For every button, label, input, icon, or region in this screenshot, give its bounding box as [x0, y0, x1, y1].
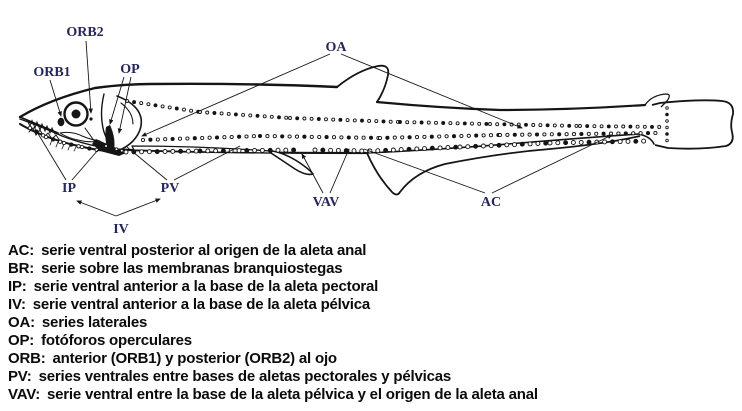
legend-desc: serie ventral entre la base de la aleta … [46, 386, 538, 403]
legend-desc: serie ventral anterior a la base de la a… [32, 296, 371, 313]
legend-entry: BR: serie sobre las membranas branquioste… [8, 260, 734, 278]
op-pointer-right [117, 76, 132, 134]
ac-pointer-left [363, 148, 486, 194]
pupil [71, 109, 81, 119]
fish-illustration: ORB1 ORB2 OP OA IP PV IV VAV AC [18, 25, 734, 237]
figure-label-orb2: ORB2 [66, 25, 103, 40]
oa-pointer-right [340, 53, 523, 129]
legend-abbr: AC: [8, 242, 35, 259]
legend-desc: series laterales [41, 314, 148, 331]
figure-label-iv: IV [113, 222, 129, 237]
orb1-pointer [49, 79, 62, 117]
orb2-pointer [85, 40, 93, 114]
pv-pointer-right [173, 145, 241, 181]
legend-entry: VAV: serie ventral entre la base de la al… [8, 386, 734, 404]
ip-pointer-right [71, 149, 99, 181]
legend-desc: serie sobre las membranas branquiostegas [41, 260, 343, 277]
legend-desc: series ventrales entre bases de aletas p… [38, 368, 452, 385]
figure-label-oa: OA [326, 40, 348, 55]
legend-abbr: IV: [8, 296, 26, 313]
legend-entry: IV: serie ventral anterior a la base de l… [8, 296, 734, 314]
legend-entry: AC: serie ventral posterior al origen de … [8, 242, 734, 260]
legend-entry: PV: series ventrales entre bases de aleta… [8, 368, 734, 386]
figure-label-op: OP [120, 62, 140, 77]
caudal-fin [651, 99, 734, 150]
label-connectors [33, 40, 613, 217]
legend-abbr: OA: [8, 314, 35, 331]
figure-label-ac: AC [481, 195, 501, 210]
legend-entry: IP: serie ventral anterior a la base de l… [8, 278, 734, 296]
vav-pointer-right [329, 148, 350, 194]
adipose-fin [644, 93, 670, 108]
orb2-photophore [89, 117, 93, 121]
ac-pointer-right [491, 134, 613, 194]
legend: AC: serie ventral posterior al origen de … [8, 242, 734, 404]
op-pointer-left [109, 76, 125, 125]
legend-abbr: OP: [8, 332, 35, 349]
legend-abbr: PV: [8, 368, 32, 385]
legend-abbr: BR: [8, 260, 35, 277]
ip-pointer-left [33, 126, 67, 181]
iv-pointer-right [115, 198, 161, 217]
legend-abbr: VAV: [8, 386, 40, 403]
vav-pointer-left [301, 153, 324, 194]
eye [57, 101, 93, 127]
legend-desc: serie ventral anterior a la base de la a… [33, 278, 379, 295]
pv-pointer-left [126, 146, 168, 181]
legend-entry: OA: series laterales [8, 314, 734, 332]
figure-label-vav: VAV [313, 195, 340, 210]
photophore-rows [27, 99, 669, 155]
figure-label-pv: PV [161, 181, 180, 196]
figure-label-ip: IP [62, 181, 76, 196]
dorsal-fin [336, 64, 390, 103]
legend-desc: anterior (ORB1) y posterior (ORB2) al oj… [52, 350, 338, 367]
legend-abbr: IP: [8, 278, 27, 295]
iv-pointer-left [76, 200, 117, 217]
legend-abbr: ORB: [8, 350, 46, 367]
anal-fin [366, 135, 641, 196]
legend-entry: OP: fotóforos operculares [8, 332, 734, 350]
figure-label-orb1: ORB1 [33, 65, 70, 80]
legend-desc: fotóforos operculares [41, 332, 192, 349]
legend-desc: serie ventral posterior al origen de la … [41, 242, 367, 259]
orb1-photophore [57, 117, 65, 127]
oa-pointer-left [141, 53, 331, 137]
legend-entry: ORB: anterior (ORB1) y posterior (ORB2) a… [8, 350, 734, 368]
